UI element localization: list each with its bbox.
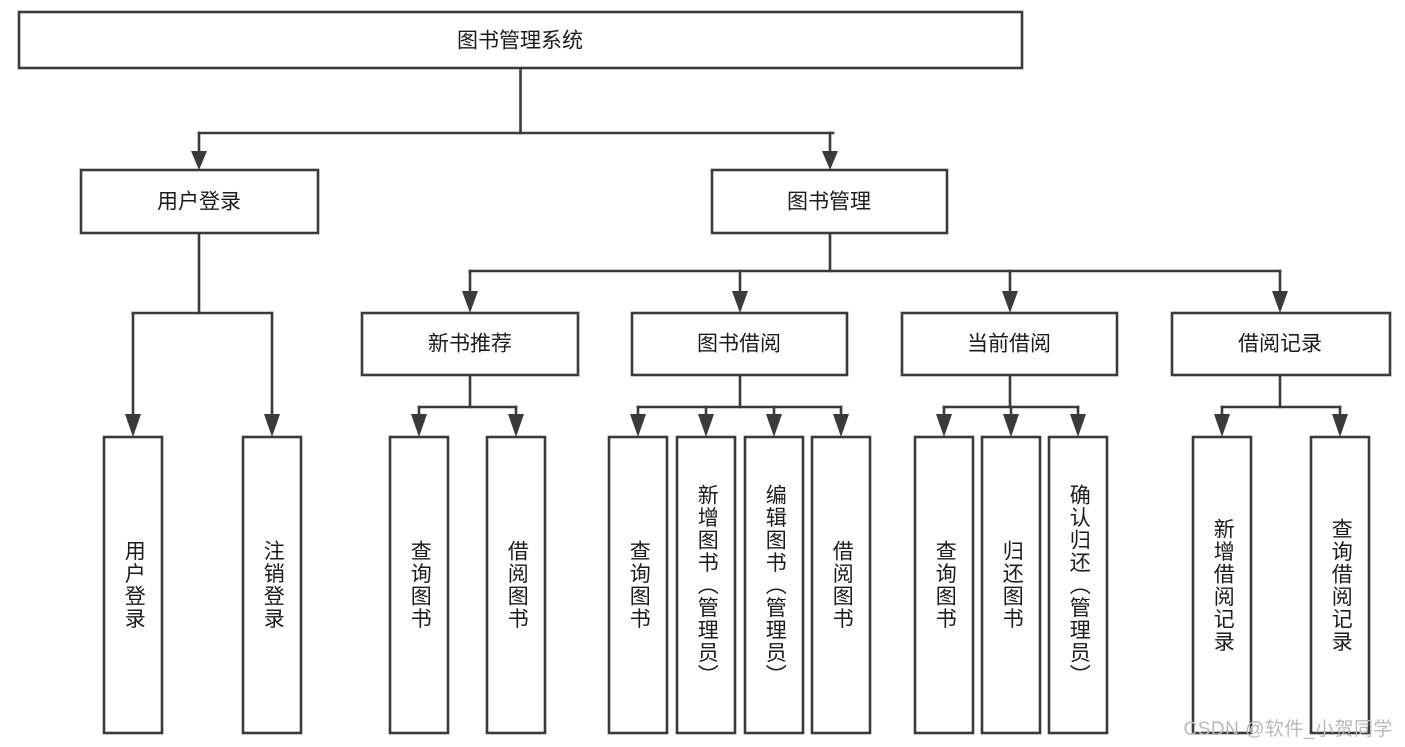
label-borrow-record: 借阅记录: [1238, 333, 1322, 356]
arrow-leaf-bb-4: [833, 414, 849, 437]
label-root: 图书管理系统: [457, 30, 583, 53]
label-book-manage: 图书管理: [787, 191, 871, 214]
arrow-leaf-nbr-2: [508, 414, 524, 437]
node-box-leaf-cb-1[interactable]: [913, 435, 975, 735]
node-box-user-login[interactable]: [79, 168, 320, 235]
node-box-leaf-br-2[interactable]: [1309, 435, 1371, 735]
arrow-user-login: [191, 151, 207, 170]
node-box-borrow-record[interactable]: [1170, 311, 1392, 377]
node-box-book-borrow[interactable]: [630, 311, 849, 377]
watermark-text: CSDN @软件_小贺同学: [1183, 719, 1393, 740]
node-rect-group: [17, 10, 1392, 735]
node-box-new-book-recommend[interactable]: [360, 311, 580, 377]
arrow-leaf-cb-3: [1070, 414, 1086, 437]
arrow-leaf-user-login-1: [125, 414, 141, 437]
node-box-leaf-nbr-1[interactable]: [388, 435, 450, 735]
node-box-root[interactable]: [17, 10, 1024, 70]
node-box-leaf-bb-2[interactable]: [675, 435, 737, 735]
arrow-leaf-br-2: [1332, 414, 1348, 437]
node-box-leaf-cb-2[interactable]: [980, 435, 1042, 735]
arrow-leaf-nbr-1: [411, 414, 427, 437]
node-box-leaf-bb-3[interactable]: [743, 435, 805, 735]
node-label-group: 图书管理系统 用户登录 图书管理 新书推荐 图书借阅 当前借阅 借阅记录: [157, 30, 1322, 356]
arrow-leaf-bb-3: [766, 414, 782, 437]
label-book-borrow: 图书借阅: [697, 333, 781, 356]
node-box-current-borrow[interactable]: [900, 311, 1119, 377]
arrow-leaf-user-login-2: [264, 414, 280, 437]
node-box-leaf-bb-1[interactable]: [607, 435, 669, 735]
connector-group: [125, 66, 1348, 437]
arrow-book-borrow: [732, 291, 748, 313]
arrow-borrow-record: [1272, 291, 1288, 313]
label-user-login: 用户登录: [157, 191, 241, 214]
node-box-leaf-br-1[interactable]: [1191, 435, 1253, 735]
label-current-borrow: 当前借阅: [967, 333, 1051, 356]
arrow-book-manage: [822, 151, 838, 170]
arrow-leaf-br-1: [1214, 414, 1230, 437]
arrow-new-book: [462, 291, 478, 313]
arrow-leaf-cb-1: [936, 414, 952, 437]
arrow-current-borrow: [1002, 291, 1018, 313]
label-new-book-recommend: 新书推荐: [428, 333, 512, 356]
node-box-leaf-user-login-1[interactable]: [102, 435, 164, 735]
node-box-book-manage[interactable]: [710, 168, 949, 235]
arrow-leaf-cb-2: [1003, 414, 1019, 437]
node-box-leaf-nbr-2[interactable]: [485, 435, 547, 735]
node-box-leaf-cb-3[interactable]: [1047, 435, 1109, 735]
node-box-leaf-bb-4[interactable]: [810, 435, 872, 735]
arrow-leaf-bb-2: [698, 414, 714, 437]
node-box-leaf-user-login-2[interactable]: [241, 435, 303, 735]
arrow-leaf-bb-1: [630, 414, 646, 437]
